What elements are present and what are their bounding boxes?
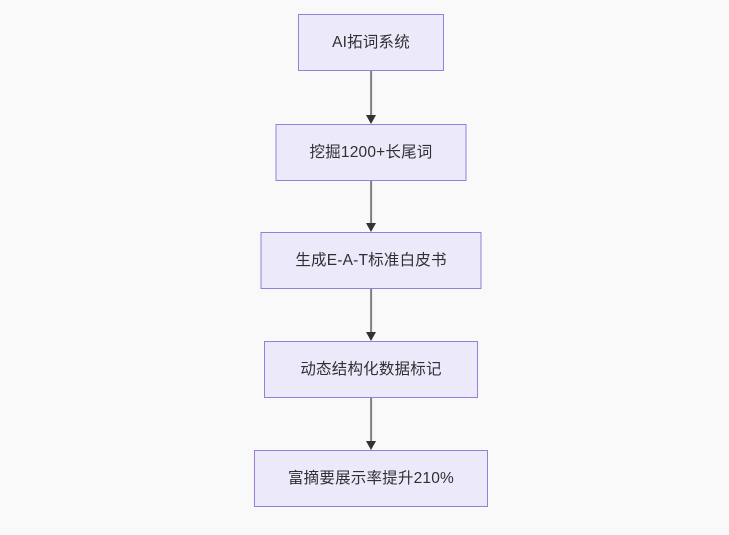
flow-node-label: 动态结构化数据标记	[300, 360, 442, 378]
flow-edge-n2-n3	[366, 181, 376, 232]
flow-node-generate-eat-whitepaper[interactable]: 生成E-A-T标准白皮书	[260, 232, 482, 289]
arrowhead-down-icon	[366, 223, 376, 232]
arrowhead-down-icon	[366, 332, 376, 341]
flow-node-label: 富摘要展示率提升210%	[287, 469, 455, 487]
flow-node-mine-longtail-keywords[interactable]: 挖掘1200+长尾词	[275, 124, 467, 181]
flow-node-label: AI拓词系统	[332, 33, 410, 51]
edge-line	[370, 289, 372, 333]
flow-node-rich-snippet-rate-increase[interactable]: 富摘要展示率提升210%	[254, 450, 488, 507]
arrowhead-down-icon	[366, 115, 376, 124]
flow-node-ai-keyword-system[interactable]: AI拓词系统	[298, 14, 444, 71]
flow-node-label: 挖掘1200+长尾词	[309, 143, 433, 161]
edge-line	[370, 71, 372, 116]
flow-edge-n1-n2	[366, 71, 376, 124]
flow-edge-n3-n4	[366, 289, 376, 341]
flow-edge-n4-n5	[366, 398, 376, 450]
flow-node-dynamic-structured-data-markup[interactable]: 动态结构化数据标记	[264, 341, 478, 398]
edge-line	[370, 398, 372, 442]
edge-line	[370, 181, 372, 224]
arrowhead-down-icon	[366, 441, 376, 450]
flow-node-label: 生成E-A-T标准白皮书	[295, 251, 447, 269]
